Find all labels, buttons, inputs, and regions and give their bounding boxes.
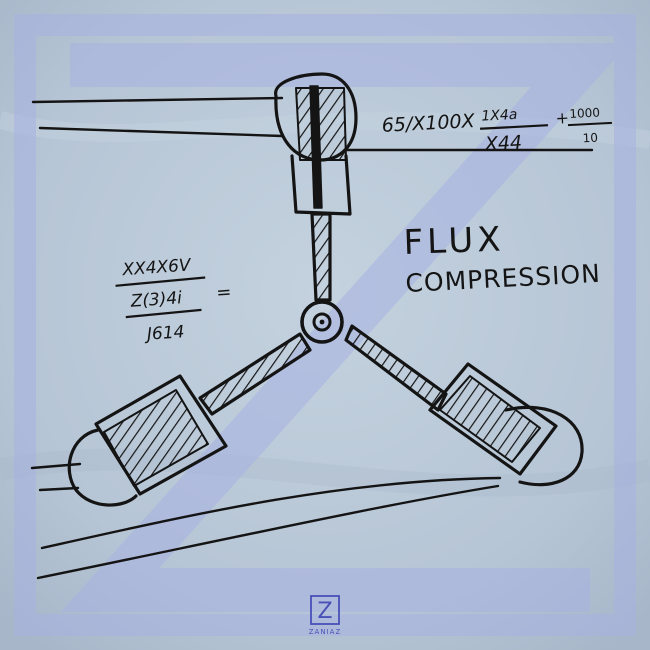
formula-top-fraction-den: 10	[582, 131, 598, 146]
formula-top-denominator: X44	[483, 132, 522, 156]
formula-left-line1: XX4X6V	[121, 255, 193, 280]
right-electrode	[344, 324, 584, 487]
formula-top-lead: 65/X100X	[381, 110, 476, 137]
formula-left-line3: J614	[143, 322, 185, 345]
formula-left-line2: Z(3)4i	[129, 288, 183, 312]
formula-top-numerator: 1X4a	[481, 107, 518, 125]
sketch-wires	[30, 96, 594, 580]
watermark-overlay	[14, 14, 636, 636]
formula-top-fraction-num: 1000	[569, 105, 600, 121]
logo-label: ZANIAZ	[309, 628, 341, 636]
center-hub	[300, 300, 344, 344]
formula-top-plus: +	[555, 108, 569, 128]
top-electrode	[274, 72, 358, 302]
logo-letter: Z	[317, 599, 332, 624]
top-formula: 65/X100X 1X4a X44 + 1000 10	[381, 105, 612, 156]
brand-logo: Z ZANIAZ	[309, 595, 341, 636]
left-formula: XX4X6V Z(3)4i = J614	[115, 255, 233, 345]
formula-left-equals: =	[216, 282, 233, 304]
heading-flux: FLUX	[403, 219, 505, 262]
left-electrode	[67, 332, 312, 507]
